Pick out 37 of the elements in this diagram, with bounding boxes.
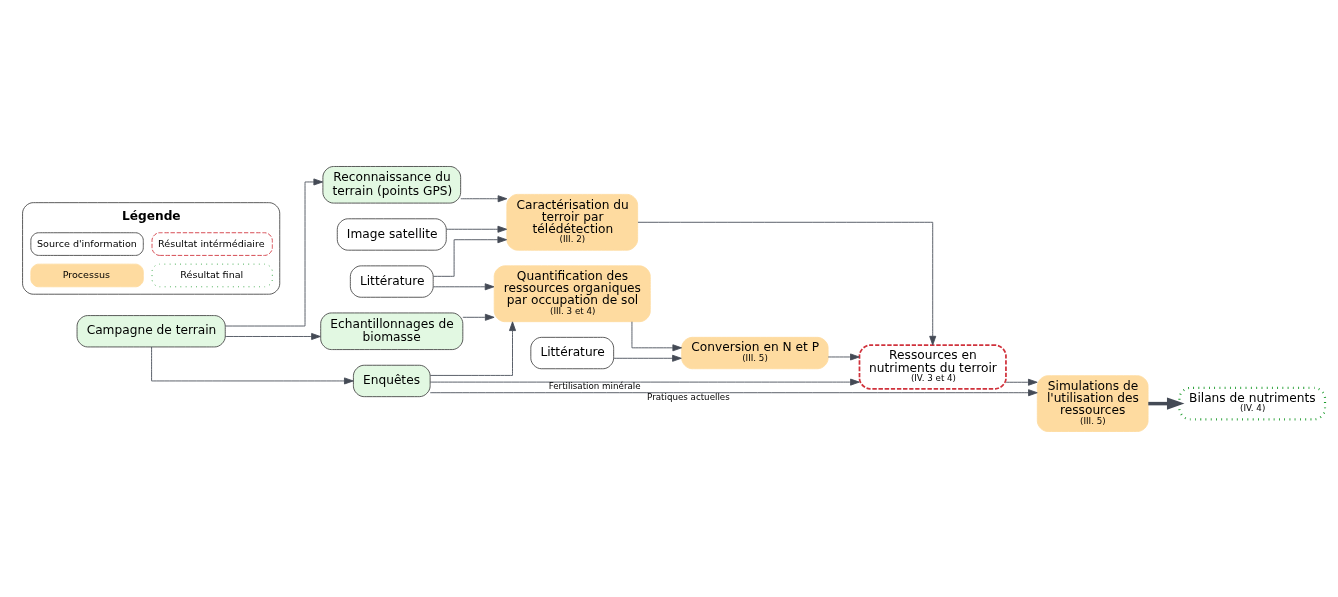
arrow: [445, 225, 508, 233]
node-box: Ressources en nutriments du terroir (IV. 3 et 4): [858, 343, 1007, 390]
arrow: [460, 194, 508, 202]
node-box: Echantillonnages de biomasse: [320, 312, 464, 350]
node-box: Image satellite: [336, 217, 447, 251]
legend-label: Résultat final: [180, 268, 244, 280]
arrow: [224, 332, 321, 340]
arrow: [1148, 397, 1185, 410]
arrow: [827, 353, 860, 360]
arrow: [429, 378, 860, 386]
arrow: [637, 221, 937, 345]
edge-label: Fertilisation minérale: [548, 380, 641, 391]
arrow: [613, 354, 682, 362]
label: Légende: [121, 208, 181, 223]
node-box: Reconnaissance du terrain (points GPS): [322, 165, 462, 204]
arrow: [432, 235, 508, 277]
legend-label: Processus: [62, 268, 111, 280]
node-box: Littérature: [530, 336, 615, 369]
arrow: [429, 388, 1038, 396]
arrow: [224, 177, 323, 326]
arrow: [462, 313, 495, 321]
edge-label: Pratiques actuelles: [647, 391, 730, 402]
legend-label: Résultat intérmédiaire: [158, 237, 265, 249]
arrow: [432, 282, 495, 290]
arrow: [631, 320, 683, 351]
node-box: Enquêtes: [352, 364, 431, 397]
node-box: Quantification des ressources organiques par occupation de sol (III. 3 et 4): [493, 264, 651, 322]
node-box: Campagne de terrain: [76, 314, 226, 347]
node-box: Littérature: [349, 264, 434, 298]
legend-label: Source d'information: [36, 237, 137, 249]
arrow: [151, 346, 354, 384]
node-box: Caractérisation du terroir par télédétection (III. 2): [506, 193, 639, 251]
node-box: Conversion en N et P (III. 5): [681, 336, 829, 369]
arrow: [429, 320, 516, 376]
arrow: [1005, 378, 1038, 386]
node-box: Bilans de nutriments (IV. 4): [1178, 386, 1327, 420]
node-box: Simulations de l'utilisation des ressources (III. 5): [1036, 374, 1149, 432]
